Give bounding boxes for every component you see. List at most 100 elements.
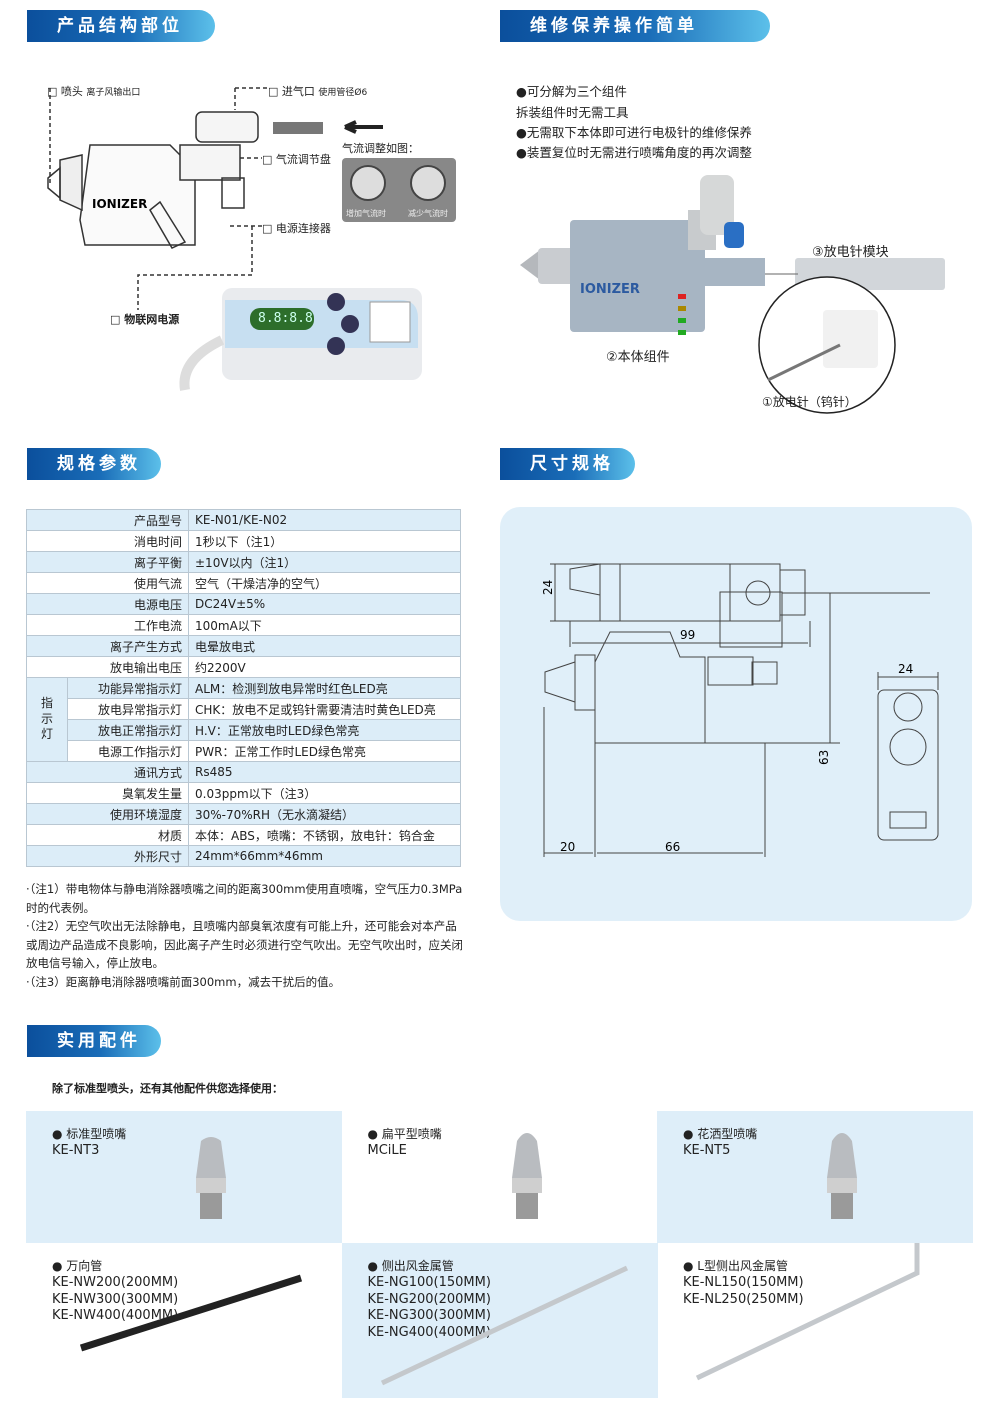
note-2: ·（注2）无空气吹出无法除静电，且喷嘴内部臭氧浓度有可能上升，还可能会对本产品或… [26, 919, 463, 970]
spec-value: ±10V以内（注1） [188, 551, 461, 573]
spec-value: 0.03ppm以下（注3） [188, 782, 461, 804]
accessory-model: KE-NL150(150MM) [683, 1275, 804, 1290]
dim-front-width: 24 [898, 662, 913, 676]
accessory-title: ● 侧出风金属管 [367, 1259, 454, 1273]
spec-key: 电源电压 [26, 593, 189, 615]
spec-value: H.V：正常放电时LED绿色常亮 [188, 719, 461, 741]
note-3: ·（注3）距离静电消除器喷嘴前面300mm，减去干扰后的值。 [26, 974, 341, 989]
accessory-model: KE-NG100(150MM) [367, 1275, 491, 1290]
section-header-accessories: 实用配件 [27, 1025, 161, 1057]
airflow-adjust-title: 气流调整如图： [342, 142, 419, 155]
tube-image [695, 1243, 920, 1381]
dimension-drawing: 24 99 24 63 20 66 [541, 563, 939, 857]
label-iot-power: □ 物联网电源 [110, 313, 180, 326]
section-header-structure: 产品结构部位 [27, 10, 215, 42]
dim-nozzle-length: 20 [560, 840, 575, 854]
accessory-model: KE-NL250(250MM) [683, 1291, 804, 1307]
spec-row: 材质本体：ABS，喷嘴：不锈钢，放电针：钨合金 [26, 824, 461, 846]
spec-value: PWR：正常工作时LED绿色常亮 [188, 740, 461, 762]
accessory-model: KE-NT5 [683, 1143, 731, 1158]
spec-value: Rs485 [188, 761, 461, 783]
power-display: 8.8:8.8 [258, 311, 313, 326]
accessory-card: ● 标准型喷嘴 KE-NT3 [26, 1111, 342, 1243]
accessory-model: KE-NG400(400MM) [367, 1324, 491, 1340]
spec-row: 使用气流空气（干燥洁净的空气） [26, 572, 461, 594]
dim-top-length: 99 [680, 628, 695, 642]
spec-key: 电源工作指示灯 [67, 740, 189, 762]
spec-key: 功能异常指示灯 [67, 677, 189, 699]
dimension-panel: 24 99 24 63 20 66 [500, 507, 972, 921]
spec-value: 100mA以下 [188, 614, 461, 636]
accessory-card: ● 万向管 KE-NW200(200MM)KE-NW300(300MM)KE-NW… [26, 1243, 342, 1398]
label-inlet: □ 进气口 使用管径Ø6 [268, 85, 368, 98]
accessory-title: ● 扁平型喷嘴 [367, 1127, 442, 1141]
spec-value: 本体：ABS，喷嘴：不锈钢，放电针：钨合金 [188, 824, 461, 846]
spec-key: 离子产生方式 [26, 635, 189, 657]
dim-body-length: 66 [665, 840, 680, 854]
spec-value: DC24V±5% [188, 593, 461, 615]
structure-brand: IONIZER [92, 197, 147, 211]
accessory-model: KE-NW300(300MM) [52, 1291, 179, 1307]
tube-image [380, 1265, 628, 1386]
spec-value: 约2200V [188, 656, 461, 678]
spec-notes: ·（注1）带电物体与静电消除器喷嘴之间的距离300mm使用直喷嘴，空气压力0.3… [26, 880, 466, 991]
spec-value: CHK：放电不足或钨针需要清洁时黄色LED亮 [188, 698, 461, 720]
maintenance-brand: IONIZER [580, 282, 640, 297]
spec-key: 臭氧发生量 [26, 782, 189, 804]
label-body-assembly: ②本体组件 [606, 350, 670, 365]
accessory-card: ● 扁平型喷嘴 MCiLE [342, 1111, 658, 1243]
spec-value: 24mm*66mm*46mm [188, 845, 461, 867]
nozzle-image [827, 1133, 857, 1219]
tube-image [79, 1274, 303, 1352]
spec-key: 材质 [26, 824, 189, 846]
ionizer-photo: IONIZER [520, 175, 945, 414]
dim-side-height: 63 [817, 750, 831, 765]
accessory-model: KE-NG300(300MM) [367, 1308, 491, 1323]
nozzle-image [511, 1133, 542, 1219]
ionizer-line-drawing: IONIZER [47, 87, 456, 391]
spec-key: 使用气流 [26, 572, 189, 594]
accessory-title: ● 万向管 [52, 1259, 103, 1273]
spec-key: 放电输出电压 [26, 656, 189, 678]
accessory-model: KE-NG200(200MM) [367, 1291, 491, 1307]
spec-key: 通讯方式 [26, 761, 189, 783]
spec-key: 消电时间 [26, 530, 189, 552]
label-discharge-needle: ①放电针（钨针） [762, 395, 857, 409]
dim-top-height: 24 [541, 580, 555, 595]
spec-value: 空气（干燥洁净的空气） [188, 572, 461, 594]
accessory-model: KE-NW200(200MM) [52, 1275, 179, 1290]
spec-key: 放电异常指示灯 [67, 698, 189, 720]
spec-key: 离子平衡 [26, 551, 189, 573]
note-1: ·（注1）带电物体与静电消除器喷嘴之间的距离300mm使用直喷嘴，空气压力0.3… [26, 882, 463, 915]
spec-value: 电晕放电式 [188, 635, 461, 657]
accessory-title: ● L型侧出风金属管 [683, 1259, 788, 1273]
accessory-title: ● 标准型喷嘴 [52, 1127, 127, 1141]
spec-row: 放电输出电压约2200V [26, 656, 461, 678]
spec-key: 外形尺寸 [26, 845, 189, 867]
section-header-maintenance: 维修保养操作简单 [500, 10, 770, 42]
accessory-model: KE-NT3 [52, 1143, 100, 1158]
maintenance-line: ●可分解为三个组件 [516, 84, 627, 99]
accessory-model: KE-NW400(400MM) [52, 1308, 179, 1323]
accessory-card: ● L型侧出风金属管 KE-NL150(150MM)KE-NL250(250MM) [657, 1243, 973, 1398]
accessories-intro: 除了标准型喷头，还有其他配件供您选择使用： [52, 1082, 283, 1095]
spec-value: 1秒以下（注1） [188, 530, 461, 552]
spec-row: 离子平衡±10V以内（注1） [26, 551, 461, 573]
maintenance-line: 拆装组件时无需工具 [516, 105, 629, 120]
spec-value: 30%-70%RH（无水滴凝结） [188, 803, 461, 825]
spec-key: 使用环境湿度 [26, 803, 189, 825]
spec-key: 放电正常指示灯 [67, 719, 189, 741]
accessory-model: MCiLE [367, 1143, 407, 1158]
